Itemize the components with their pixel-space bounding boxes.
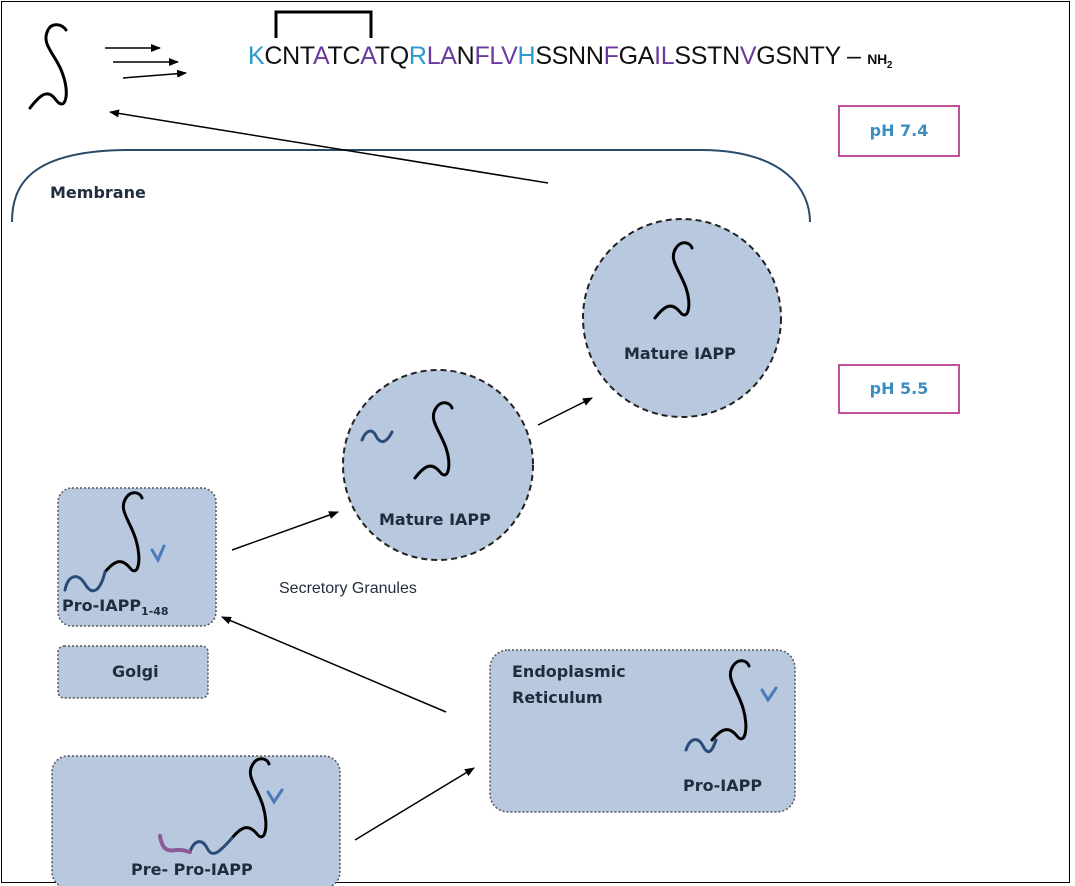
sequence-segment: R [408, 42, 427, 70]
amide-text: NH [867, 51, 887, 67]
maturation-arrow [537, 397, 593, 426]
pro-iapp-148-subscript: 1-48 [141, 605, 169, 619]
pro-iapp-label: Pro-IAPP [683, 776, 763, 795]
pre-pro-iapp-c-propeptide [266, 788, 284, 805]
golgi-label: Golgi [112, 662, 159, 681]
disulfide-bridge [274, 10, 373, 38]
sequence-segment: TQ [374, 42, 409, 70]
pre-pro-iapp-label: Pre- Pro-IAPP [131, 860, 253, 879]
iapp-amino-acid-sequence: KCNTATCATQRLANFLVHSSNNFGAILSSTNVGSNTY – … [248, 42, 892, 71]
er-label-line2: Reticulum [512, 688, 603, 707]
cytosol-compartment [51, 755, 341, 886]
mature-iapp-peptide-mid [413, 401, 454, 480]
er-pro-iapp-c-propeptide [760, 686, 778, 703]
sequence-terminal-dash: – [840, 42, 868, 70]
pre-pro-iapp-propeptide [188, 836, 234, 855]
mature-iapp-peptide-top [653, 241, 694, 320]
cleaved-propeptide-fragment [360, 429, 394, 443]
pre-pro-iapp-signal-peptide [158, 834, 192, 854]
amide-subscript: 2 [886, 59, 893, 71]
secretory-granules-label: Secretory Granules [279, 580, 417, 597]
sequence-segment: V [739, 42, 757, 70]
sequence-segment: SSNN [535, 42, 604, 70]
er-pro-iapp-peptide [710, 659, 751, 742]
sequence-segment: LA [426, 42, 457, 70]
er-to-golgi-arrow [221, 616, 447, 713]
pro-iapp-148-n-propeptide [63, 570, 107, 593]
sequence-segment: F [603, 42, 619, 70]
golgi-to-granule-arrow [231, 511, 339, 551]
membrane-label: Membrane [50, 183, 146, 202]
er-pro-iapp-n-propeptide [684, 738, 718, 754]
released-iapp-peptide [28, 23, 68, 110]
amidated-c-terminus: NH2 [867, 51, 892, 71]
mature-iapp-label-top: Mature IAPP [624, 344, 736, 363]
secretion-motion-lines [105, 44, 187, 79]
sequence-segment: A [360, 42, 375, 70]
golgi-compartment [57, 487, 217, 627]
er-compartment [489, 649, 796, 813]
pro-iapp-148-c-propeptide [150, 544, 166, 564]
mature-granule-top [582, 218, 782, 418]
pro-iapp-148-label: Pro-IAPP1-48 [62, 596, 169, 618]
sequence-segment: A [313, 42, 328, 70]
golgi-label-box [57, 645, 209, 699]
sequence-segment: GA [618, 42, 655, 70]
pro-iapp-148-peptide [103, 491, 144, 574]
sequence-segment: SSTN [674, 42, 740, 70]
sequence-segment: TC [327, 42, 361, 70]
sequence-segment: GSNTY [756, 42, 841, 70]
sequence-segment: FLV [474, 42, 518, 70]
cytosol-to-er-arrow [354, 767, 475, 841]
ph-outside-badge: pH 7.4 [838, 105, 960, 157]
cell-membrane [11, 149, 811, 223]
mature-iapp-label-mid: Mature IAPP [379, 510, 491, 529]
ph-inside-badge: pH 5.5 [838, 364, 960, 414]
secretory-granule [342, 369, 534, 561]
sequence-segment: K [248, 42, 265, 70]
sequence-segment: IL [654, 42, 675, 70]
sequence-segment: H [517, 42, 536, 70]
pre-pro-iapp-peptide [230, 757, 271, 840]
er-label-line1: Endoplasmic [512, 662, 626, 681]
pro-iapp-148-text: Pro-IAPP [62, 596, 142, 615]
secretion-arrow [109, 109, 549, 184]
sequence-segment: N [456, 42, 475, 70]
sequence-segment: CNT [264, 42, 313, 70]
